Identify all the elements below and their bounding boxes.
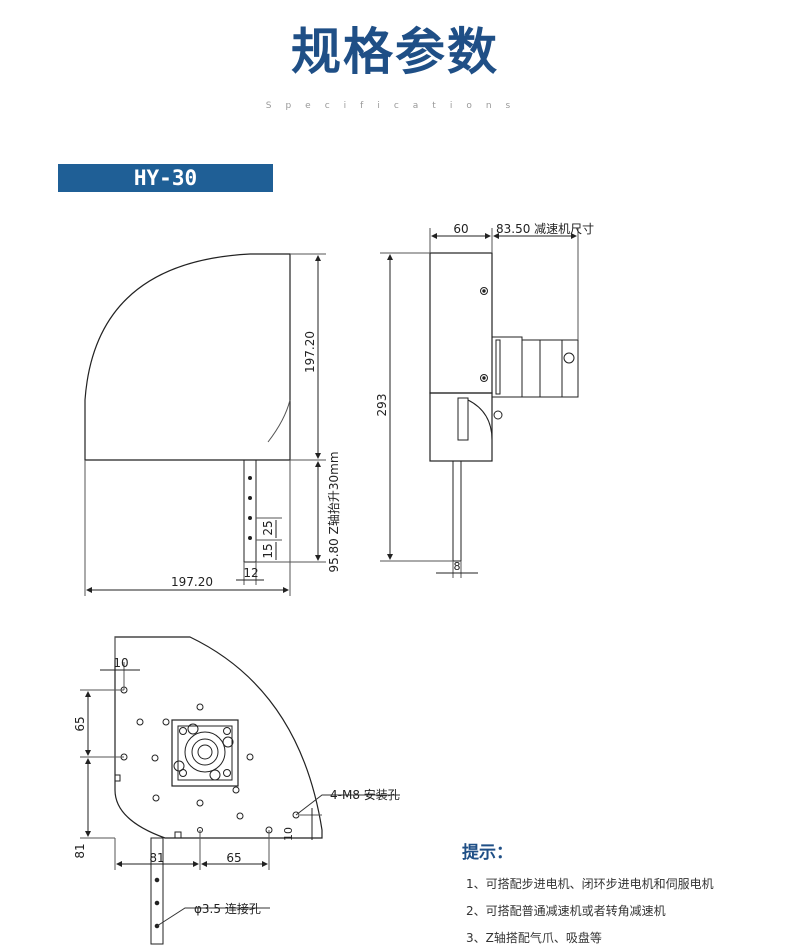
page-title: 规格参数: [291, 23, 499, 81]
dim-side-radius: 197.20: [303, 331, 317, 373]
front-gearbox: [429, 392, 493, 462]
label-connect-hole: φ3.5 连接孔: [194, 901, 261, 916]
dim-plan-65-bottom: 65: [226, 851, 241, 865]
dim-front-60: 60: [453, 222, 468, 236]
dim-plan-81-left: 81: [73, 843, 87, 858]
note-item-1: 1、可搭配步进电机、闭环步进电机和伺服电机: [466, 877, 714, 891]
side-z-rod: [243, 459, 257, 563]
dim-front-motor: 83.50 减速机尺寸: [496, 222, 594, 236]
page-subtitle: Specifications: [265, 101, 525, 111]
dim-15: 15: [261, 543, 275, 558]
front-main-block: [429, 252, 493, 394]
dim-25: 25: [261, 520, 275, 535]
plan-outline: [114, 636, 323, 839]
dim-12: 12: [243, 566, 258, 580]
side-view: [84, 253, 326, 596]
dim-plan-65-left: 65: [73, 716, 87, 731]
dim-z-axis: 95.80 Z轴抬升30mm: [326, 451, 341, 572]
dim-plan-10-right: 10: [282, 827, 295, 841]
front-view: [380, 228, 579, 578]
dim-front-8: 8: [454, 560, 461, 573]
label-mount-holes: 4-M8 安装孔: [330, 787, 400, 802]
plan-z-rod: [150, 837, 164, 945]
dim-front-height: 293: [375, 394, 389, 417]
dim-side-bottom-width: 197.20: [171, 575, 213, 589]
model-label: HY-30: [58, 164, 273, 192]
note-item-3: 3、Z轴搭配气爪、吸盘等: [466, 931, 602, 945]
note-item-2: 2、可搭配普通减速机或者转角减速机: [466, 904, 666, 918]
side-arm-outline: [84, 253, 291, 461]
dim-plan-81-bottom: 81: [149, 851, 164, 865]
dim-plan-10-top: 10: [113, 656, 128, 670]
plan-flange: [171, 719, 239, 787]
plan-view: [80, 636, 400, 945]
front-z-rod: [452, 460, 462, 562]
notes-title: 提示：: [462, 843, 513, 863]
